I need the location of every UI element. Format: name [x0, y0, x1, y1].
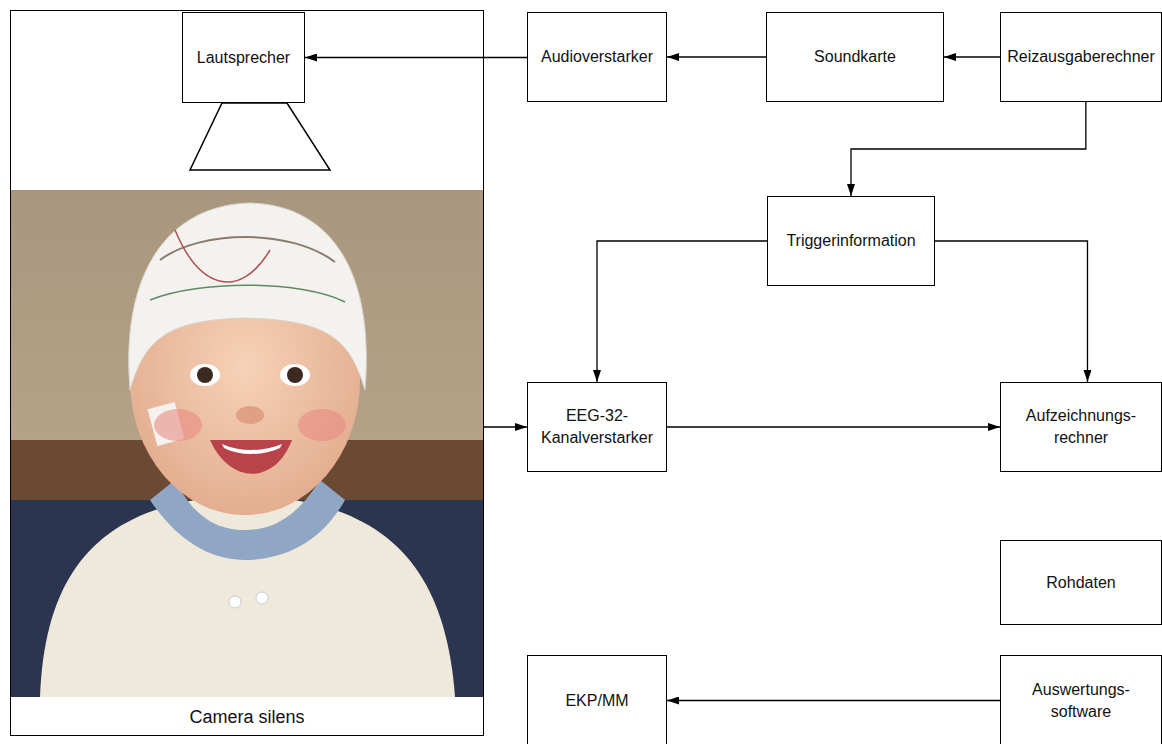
box-label: Lautsprecher: [197, 47, 290, 69]
process-box: Reizausgaberechner: [1000, 12, 1162, 102]
box-label: Reizausgaberechner: [1007, 46, 1155, 68]
process-box: Auswertungs- software: [1000, 655, 1162, 744]
camera-silens-room: Camera silens Lautsprecher: [10, 10, 484, 736]
process-box: Rohdaten: [1000, 540, 1162, 625]
signal-arrow: [851, 102, 1086, 196]
box-label: EEG-32- Kanalverstarker: [536, 405, 658, 448]
process-box: Aufzeichnungs- rechner: [1000, 382, 1162, 472]
box-label: Auswertungs- software: [1009, 679, 1153, 722]
process-box: Audioverstarker: [527, 12, 667, 102]
signal-arrow: [484, 426, 527, 427]
signal-arrow: [944, 56, 1000, 57]
process-box: EEG-32- Kanalverstarker: [527, 382, 667, 472]
box-label: Aufzeichnungs- rechner: [1009, 405, 1153, 448]
process-box: Triggerinformation: [767, 196, 935, 286]
signal-arrow: [935, 241, 1087, 382]
box-label: EKP/MM: [565, 690, 628, 712]
room-label: Camera silens: [11, 705, 483, 729]
speaker-cone: [190, 103, 330, 170]
box-label: Rohdaten: [1046, 572, 1115, 594]
box-label: Audioverstarker: [541, 46, 653, 68]
signal-arrow: [667, 426, 1000, 427]
speaker-box: Lautsprecher: [182, 12, 305, 103]
box-label: Soundkarte: [814, 46, 896, 68]
infant-photo: [11, 190, 483, 697]
signal-arrow: [667, 56, 766, 57]
signal-arrow: [667, 700, 1000, 701]
box-label: Triggerinformation: [786, 230, 915, 252]
signal-arrow: [305, 57, 527, 58]
signal-arrow: [597, 241, 767, 382]
process-box: Soundkarte: [766, 12, 944, 102]
process-box: EKP/MM: [527, 655, 667, 744]
